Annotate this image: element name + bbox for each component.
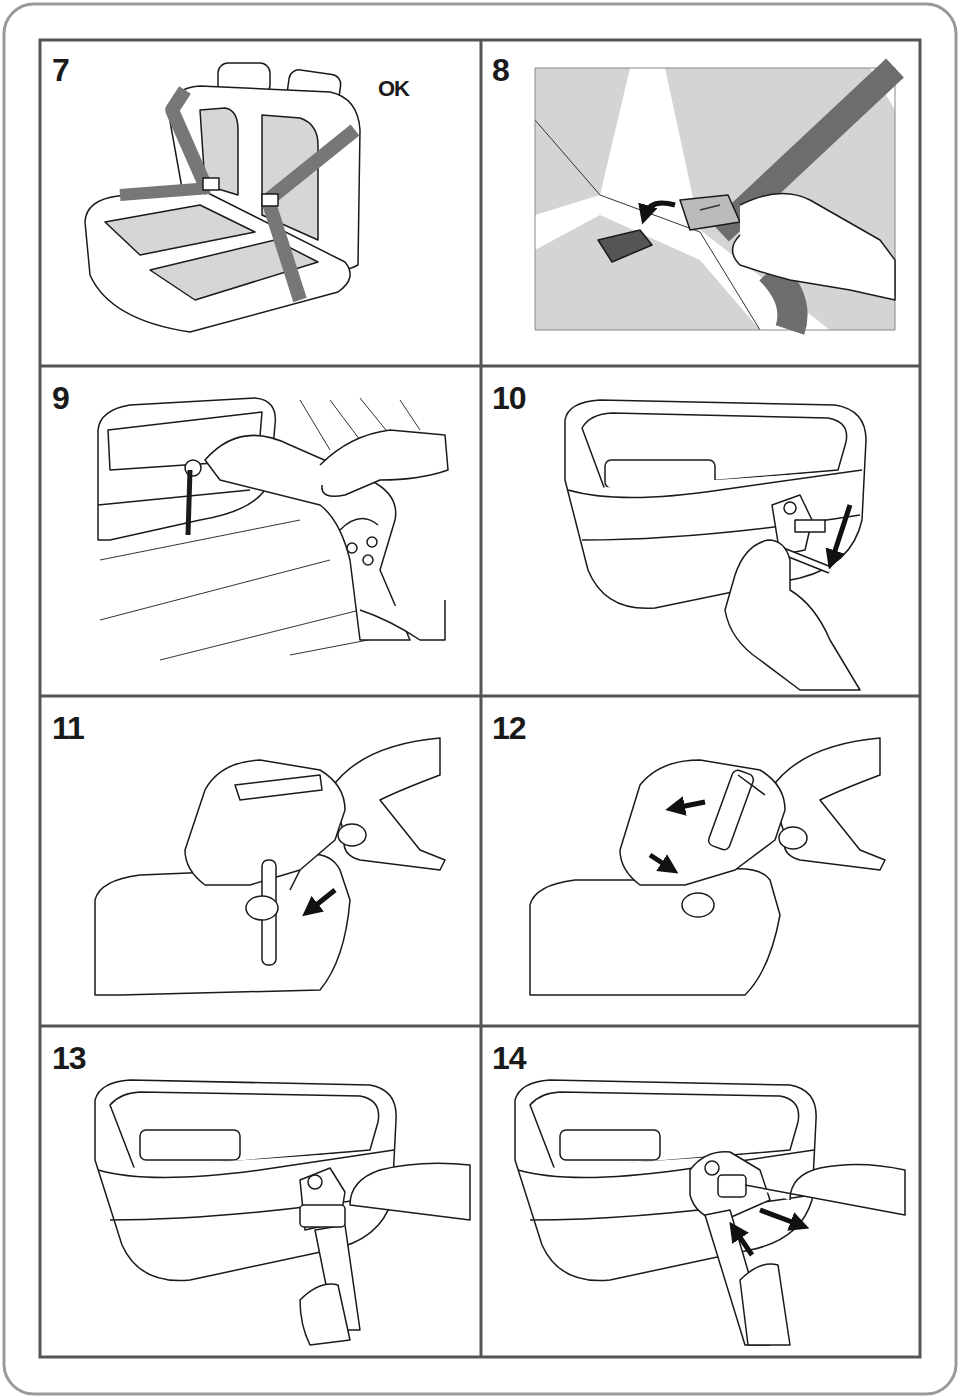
outer-frame — [4, 4, 956, 1394]
carrycot-hook-figure — [565, 400, 866, 690]
panel-number: 12 — [492, 712, 526, 744]
belt-tighten-figure — [515, 1080, 905, 1345]
ok-mark: OK — [378, 78, 409, 100]
panel-number: 8 — [492, 54, 509, 86]
car-seat-figure — [85, 63, 360, 332]
panel-number: 13 — [52, 1042, 86, 1074]
carrycot-fix-figure — [95, 1080, 470, 1345]
carrycot-belt-figure — [98, 398, 448, 660]
panel-number: 7 — [52, 54, 69, 86]
panel-number: 14 — [492, 1042, 526, 1074]
belt-loop-figure — [95, 738, 445, 995]
panel-number: 10 — [492, 382, 526, 414]
panel-number: 11 — [52, 712, 84, 744]
belt-thread-figure — [530, 738, 885, 995]
belt-buckle-figure — [535, 68, 895, 330]
panel-grid — [40, 40, 920, 1357]
panel-number: 9 — [52, 382, 69, 414]
